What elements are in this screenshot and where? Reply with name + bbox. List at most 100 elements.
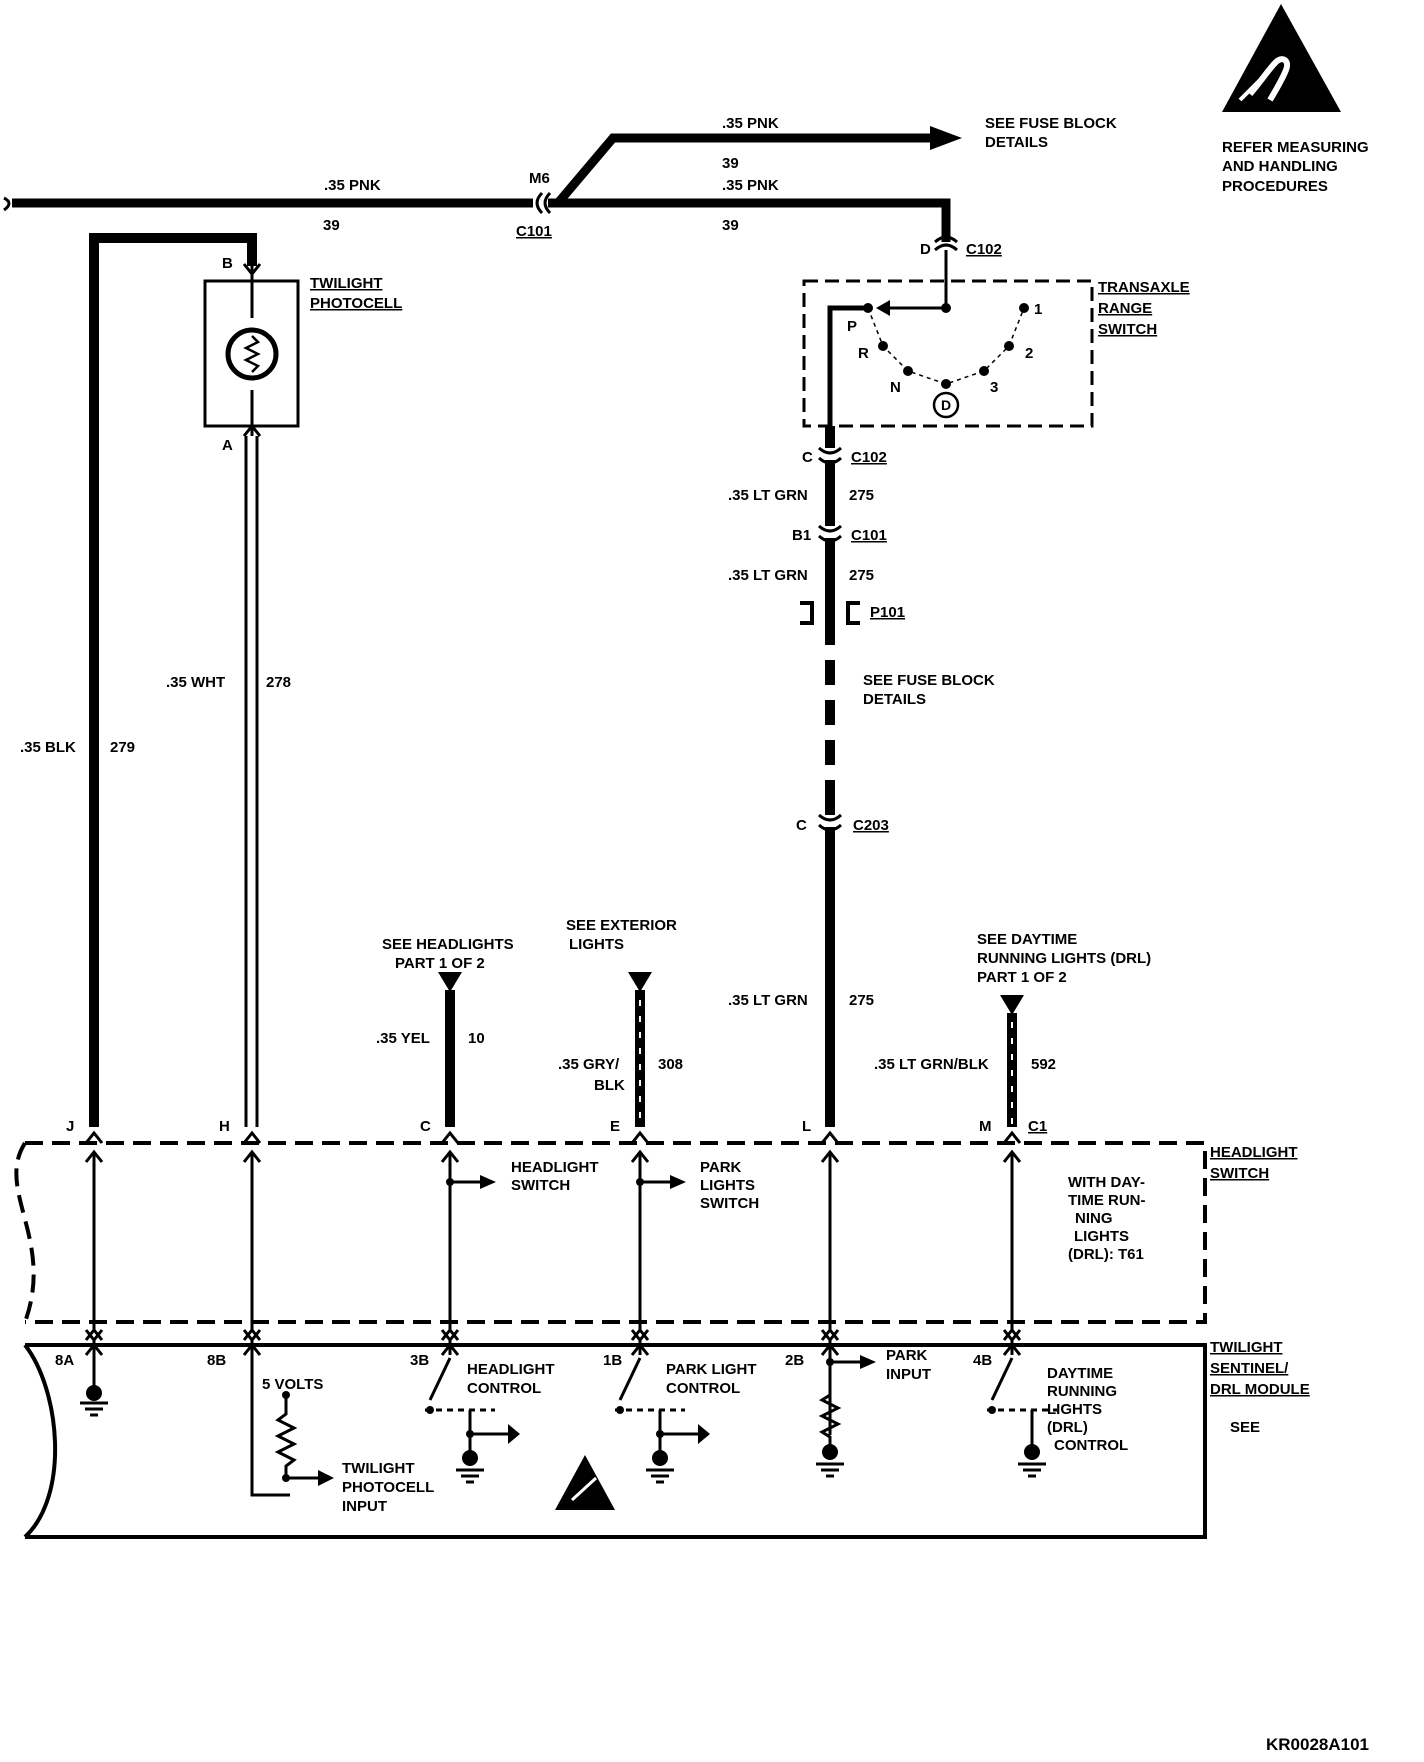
module-pin-8a: 8A xyxy=(55,1352,74,1369)
pnk-branch-color: .35 PNK xyxy=(722,115,779,132)
esd-note-line-3: PROCEDURES xyxy=(1222,178,1328,195)
yel-color-label: .35 YEL xyxy=(376,1030,430,1047)
wht-circuit-label: 278 xyxy=(266,674,291,691)
park-input-line-2: INPUT xyxy=(886,1366,931,1383)
headlight-switch-label-1: HEADLIGHT xyxy=(511,1159,599,1176)
park-light-control-line-1: PARK LIGHT xyxy=(666,1361,757,1378)
exterior-ref-line-1: SEE EXTERIOR xyxy=(566,917,677,934)
connector-c101-lower: C101 xyxy=(851,527,887,544)
transaxle-range-switch xyxy=(802,235,1094,431)
pnk-left-circuit: 39 xyxy=(323,217,340,234)
ltgrn-color-3: .35 LT GRN xyxy=(728,992,808,1009)
position-n: N xyxy=(890,379,901,396)
park-input-line-1: PARK xyxy=(886,1347,928,1364)
hs-connector-c1: C1 xyxy=(1028,1118,1047,1135)
photocell-input-line-1: TWILIGHT xyxy=(342,1460,414,1477)
headlights-ref-line-2: PART 1 OF 2 xyxy=(395,955,485,972)
position-2: 2 xyxy=(1025,345,1033,362)
esd-warning-icon xyxy=(1222,4,1341,112)
gry-color-line-2: BLK xyxy=(594,1077,625,1094)
hs-pin-l: L xyxy=(802,1118,811,1135)
photocell-name-line-1: TWILIGHT xyxy=(310,275,382,292)
transaxle-name-line-2: RANGE xyxy=(1098,300,1152,317)
drl-note-1: WITH DAY- xyxy=(1068,1174,1145,1191)
drl-control-line-2: RUNNING xyxy=(1047,1383,1117,1400)
hs-pin-e: E xyxy=(610,1118,620,1135)
photocell-name-line-2: PHOTOCELL xyxy=(310,295,402,312)
esd-note-line-2: AND HANDLING xyxy=(1222,158,1338,175)
headlights-ref-line-1: SEE HEADLIGHTS xyxy=(382,936,514,953)
five-volts-label: 5 VOLTS xyxy=(262,1376,323,1393)
module-name-line-1: TWILIGHT xyxy=(1210,1339,1282,1356)
ltgrn-color-2: .35 LT GRN xyxy=(728,567,808,584)
position-d: D xyxy=(941,397,951,413)
esd-note-line-1: REFER MEASURING xyxy=(1222,139,1369,156)
transaxle-name-line-3: SWITCH xyxy=(1098,321,1157,338)
pnk-feed-wire xyxy=(3,126,962,242)
wht-color-label: .35 WHT xyxy=(166,674,225,691)
connector-c203: C203 xyxy=(853,817,889,834)
photocell-input-line-3: INPUT xyxy=(342,1498,387,1515)
drl-note-5: (DRL): T61 xyxy=(1068,1246,1144,1263)
park-switch-label-3: SWITCH xyxy=(700,1195,759,1212)
drl-control-line-4: (DRL) xyxy=(1047,1419,1088,1436)
transaxle-pin-d: D xyxy=(920,241,931,258)
drl-note-2: TIME RUN- xyxy=(1068,1192,1146,1209)
hs-pin-h: H xyxy=(219,1118,230,1135)
blk-circuit-label: 279 xyxy=(110,739,135,756)
ltgrn-circuit-3: 275 xyxy=(849,992,874,1009)
drl-ref-line-3: PART 1 OF 2 xyxy=(977,969,1067,986)
headlight-switch-name-1: HEADLIGHT xyxy=(1210,1144,1298,1161)
park-light-control-line-2: CONTROL xyxy=(666,1380,740,1397)
connector-p101: P101 xyxy=(870,604,905,621)
top-fuse-ref-line-1: SEE FUSE BLOCK xyxy=(985,115,1117,132)
ltgrn-color-1: .35 LT GRN xyxy=(728,487,808,504)
module-see-label: SEE xyxy=(1230,1419,1260,1436)
top-fuse-ref-line-2: DETAILS xyxy=(985,134,1048,151)
module-pin-1b: 1B xyxy=(603,1352,622,1369)
blk-wire-279 xyxy=(89,233,257,1127)
position-p: P xyxy=(847,318,857,335)
gry-color-line-1: .35 GRY/ xyxy=(558,1056,620,1073)
mid-fuse-ref-line-2: DETAILS xyxy=(863,691,926,708)
figure-code: KR0028A101 xyxy=(1266,1735,1369,1754)
module-pin-8b: 8B xyxy=(207,1352,226,1369)
ltgrn-wire-275 xyxy=(800,426,860,1127)
splice-m6: M6 xyxy=(529,170,550,187)
drl-note-4: LIGHTS xyxy=(1074,1228,1129,1245)
drl-control-line-1: DAYTIME xyxy=(1047,1365,1113,1382)
c102-pin-c: C xyxy=(802,449,813,466)
c101-pin-b1: B1 xyxy=(792,527,811,544)
park-switch-label-1: PARK xyxy=(700,1159,742,1176)
hs-pin-j: J xyxy=(66,1118,74,1135)
drl-control-line-3: LIGHTS xyxy=(1047,1401,1102,1418)
drl-ref-line-1: SEE DAYTIME xyxy=(977,931,1077,948)
photocell-pin-b: B xyxy=(222,255,233,272)
headlight-control-line-2: CONTROL xyxy=(467,1380,541,1397)
ltgrn-circuit-1: 275 xyxy=(849,487,874,504)
photocell-input-line-2: PHOTOCELL xyxy=(342,1479,434,1496)
connector-c101-top: C101 xyxy=(516,223,552,240)
gryblk-wire-308 xyxy=(628,972,652,1127)
headlight-switch-label-2: SWITCH xyxy=(511,1177,570,1194)
pnk-left-color: .35 PNK xyxy=(324,177,381,194)
yel-wire-10 xyxy=(438,972,462,1127)
yel-circuit-label: 10 xyxy=(468,1030,485,1047)
headlight-control-line-1: HEADLIGHT xyxy=(467,1361,555,1378)
headlight-switch-box xyxy=(14,1130,1207,1343)
module-name-line-3: DRL MODULE xyxy=(1210,1381,1310,1398)
module-pin-4b: 4B xyxy=(973,1352,992,1369)
pnk-right-color: .35 PNK xyxy=(722,177,779,194)
drl-control-line-5: CONTROL xyxy=(1054,1437,1128,1454)
hs-pin-m: M xyxy=(979,1118,992,1135)
transaxle-connector-c102: C102 xyxy=(966,241,1002,258)
headlight-switch-name-2: SWITCH xyxy=(1210,1165,1269,1182)
drl-note-3: NING xyxy=(1075,1210,1113,1227)
transaxle-name-line-1: TRANSAXLE xyxy=(1098,279,1190,296)
c203-pin-c: C xyxy=(796,817,807,834)
twilight-photocell xyxy=(203,263,300,437)
park-switch-label-2: LIGHTS xyxy=(700,1177,755,1194)
module-pin-3b: 3B xyxy=(410,1352,429,1369)
mid-fuse-ref-line-1: SEE FUSE BLOCK xyxy=(863,672,995,689)
